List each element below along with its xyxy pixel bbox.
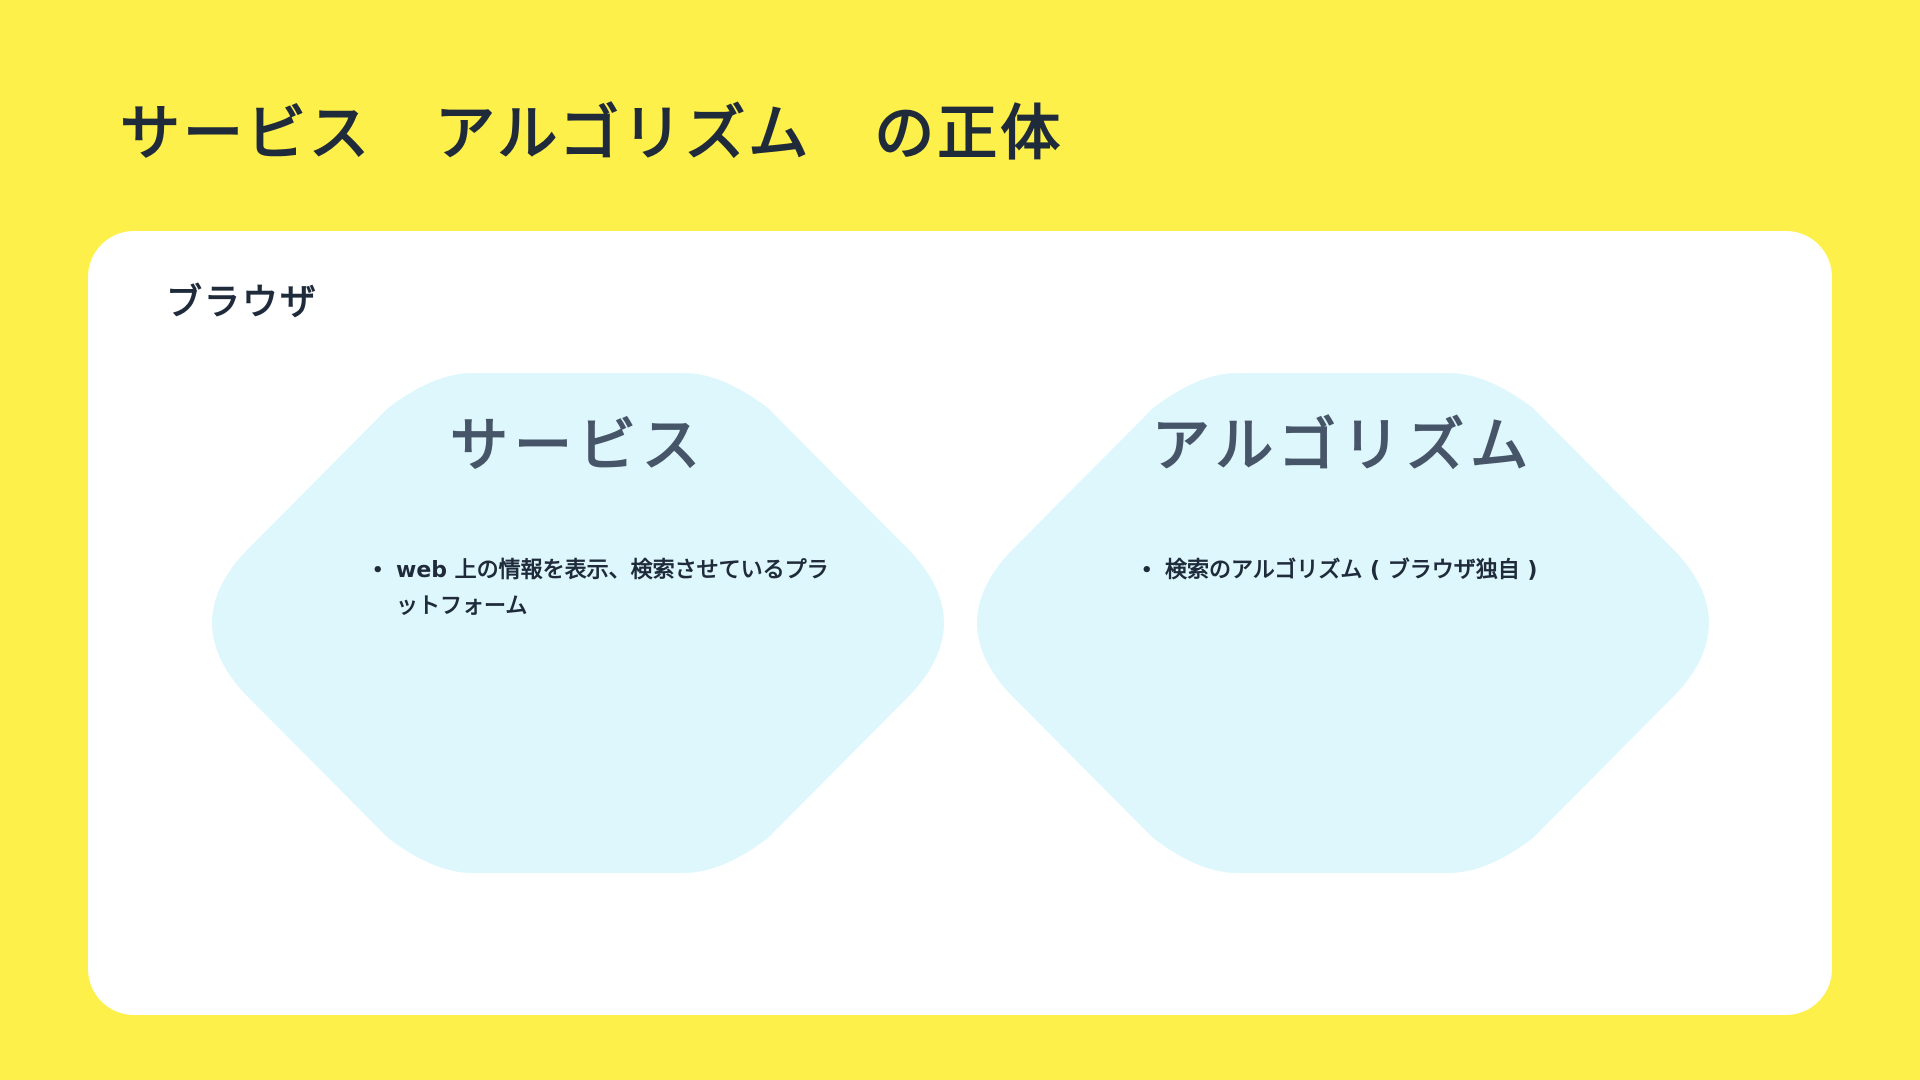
content-card: ブラウザ サービス web 上の情報を表示、検索させているプラットフォーム アル…: [88, 231, 1832, 1015]
bullet-list: 検索のアルゴリズム ( ブラウザ独自 ): [1141, 553, 1611, 589]
hexagon-title: サービス: [449, 411, 706, 479]
bullet-list: web 上の情報を表示、検索させているプラットフォーム: [372, 553, 832, 625]
list-item: web 上の情報を表示、検索させているプラットフォーム: [372, 553, 832, 625]
hexagon-title: アルゴリズム: [1151, 411, 1535, 479]
list-item: 検索のアルゴリズム ( ブラウザ独自 ): [1141, 553, 1611, 589]
hexagon-shape: [977, 373, 1709, 873]
hexagon-algorithm: アルゴリズム 検索のアルゴリズム ( ブラウザ独自 ): [977, 373, 1709, 873]
card-label: ブラウザ: [166, 282, 319, 323]
slide-title: サービス アルゴリズム の正体: [120, 99, 1064, 169]
hexagon-service: サービス web 上の情報を表示、検索させているプラットフォーム: [212, 373, 944, 873]
